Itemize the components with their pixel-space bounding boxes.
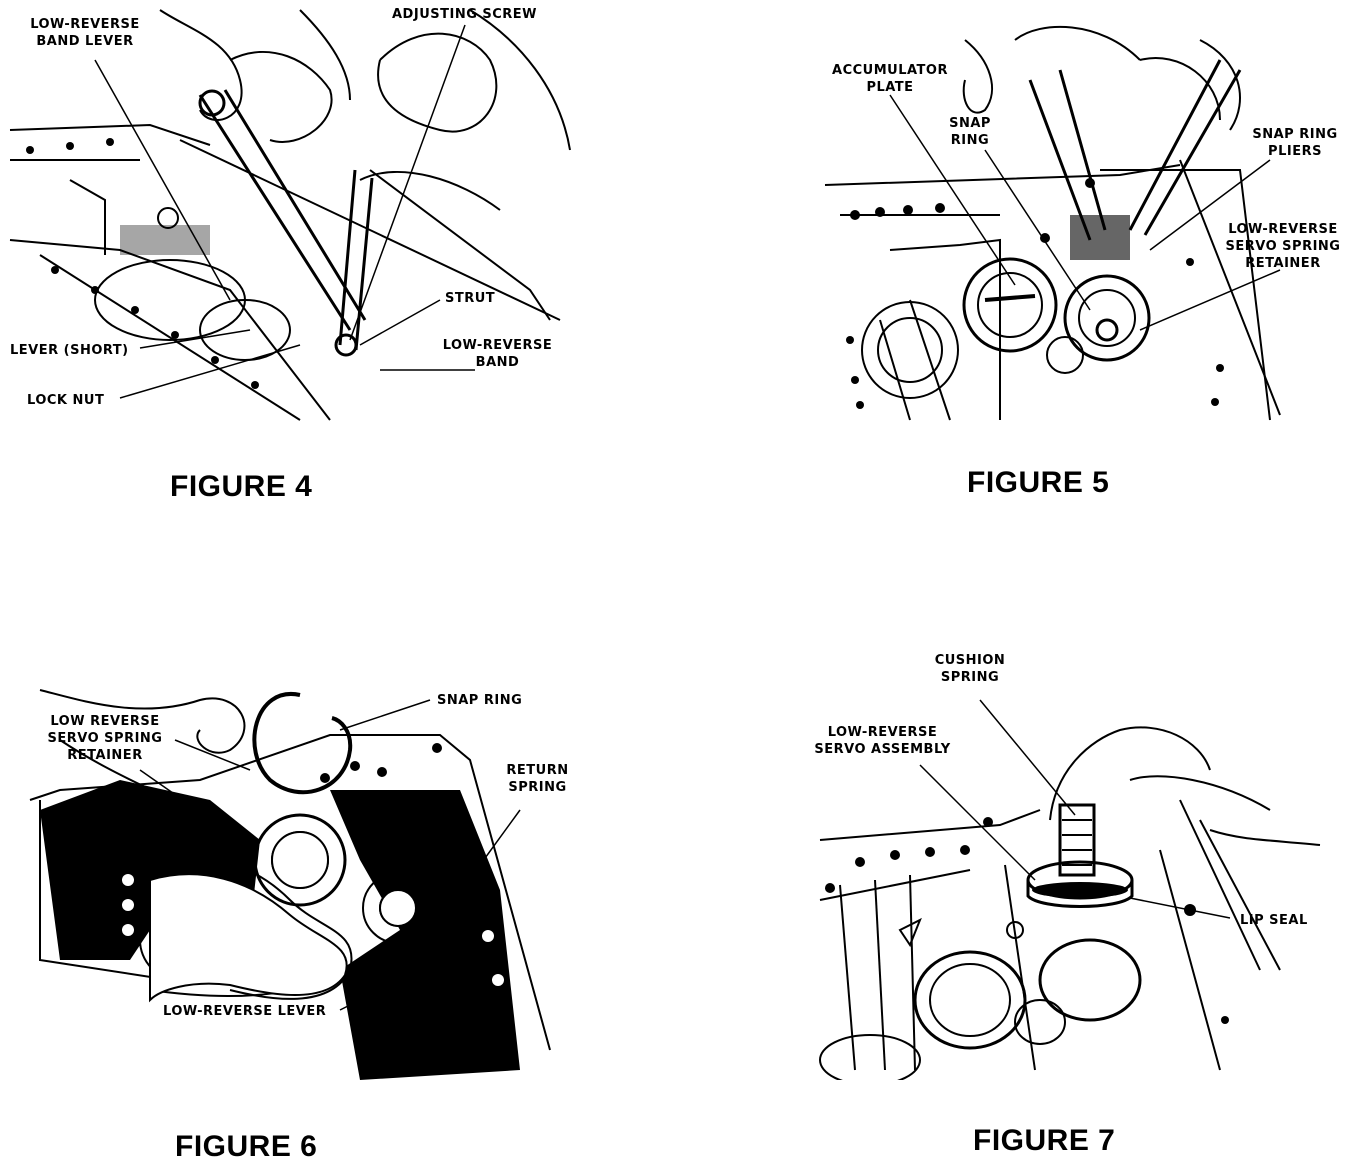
figure-5-illustration	[824, 25, 1281, 421]
label-snap-ring: SNAP RING	[437, 693, 523, 708]
figure-4: LOW-REVERSE BAND LEVER ADJUSTING SCREW S…	[0, 0, 580, 520]
figure-7-caption: FIGURE 7	[973, 1124, 1116, 1157]
label-low-reverse-servo-spring-retainer: LOW-REVERSE SERVO SPRING RETAINER	[1225, 222, 1341, 271]
label-lever-short: LEVER (SHORT)	[10, 343, 129, 358]
label-lock-nut: LOCK NUT	[27, 393, 105, 408]
label-cushion-spring: CUSHION SPRING	[934, 653, 1006, 685]
label-snap-ring: SNAP RING	[949, 116, 991, 148]
figure-6: LOW REVERSE SERVO SPRING RETAINER SNAP R…	[0, 640, 600, 1168]
label-snap-ring-pliers: SNAP RING PLIERS	[1252, 127, 1338, 159]
label-low-reverse-band-lever: LOW-REVERSE BAND LEVER	[30, 17, 140, 49]
figure-4-illustration	[9, 9, 571, 421]
figure-6-caption: FIGURE 6	[175, 1130, 318, 1163]
figure-5: ACCUMULATOR PLATE SNAP RING SNAP RING PL…	[800, 0, 1360, 520]
label-low-reverse-servo-spring-retainer: LOW REVERSE SERVO SPRING RETAINER	[47, 714, 163, 763]
figure-5-caption: FIGURE 5	[967, 466, 1110, 499]
label-lip-seal: LIP SEAL	[1240, 913, 1308, 928]
figure-4-caption: FIGURE 4	[170, 470, 313, 503]
label-low-reverse-servo-assembly: LOW-REVERSE SERVO ASSEMBLY	[814, 725, 951, 757]
label-low-reverse-band: LOW-REVERSE BAND	[442, 338, 553, 370]
label-accumulator-plate: ACCUMULATOR PLATE	[832, 63, 948, 95]
figure-6-illustration	[29, 689, 551, 1080]
label-adjusting-screw: ADJUSTING SCREW	[392, 7, 538, 22]
figure-7-illustration	[819, 699, 1321, 1080]
figure-7: CUSHION SPRING LOW-REVERSE SERVO ASSEMBL…	[800, 640, 1360, 1168]
label-return-spring: RETURN SPRING	[506, 763, 569, 795]
label-strut: STRUT	[445, 291, 496, 306]
label-low-reverse-lever: LOW-REVERSE LEVER	[163, 1004, 327, 1019]
